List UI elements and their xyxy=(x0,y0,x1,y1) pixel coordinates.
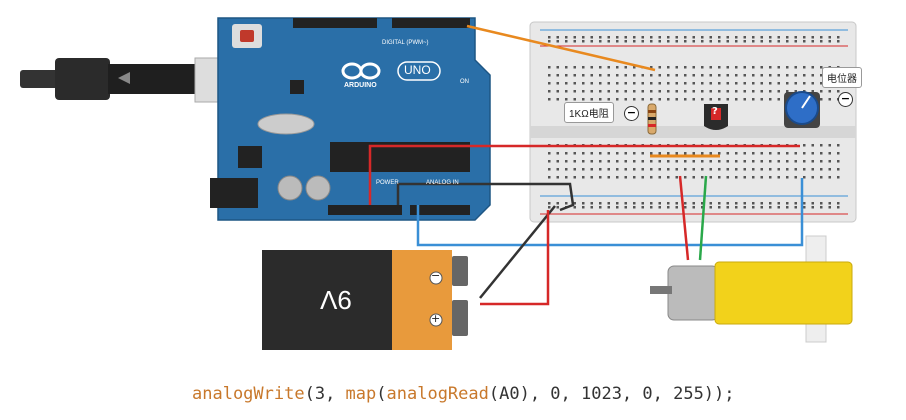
analog-in-label: ANALOG IN xyxy=(426,180,459,186)
resistor xyxy=(647,103,657,135)
usb-cable xyxy=(20,57,241,103)
code-args-3: (A0), 0, 1023, 0, 255)); xyxy=(488,384,735,404)
breadboard xyxy=(529,21,857,223)
arduino-logo xyxy=(341,61,441,81)
wire-pin3-orange xyxy=(466,24,656,72)
wire-battery-black xyxy=(479,205,556,299)
usb-icon xyxy=(118,72,130,84)
battery-voltage-label: 9V xyxy=(320,285,352,315)
code-fn-analogread: analogRead xyxy=(386,384,489,404)
arduino-brand: ARDUINO xyxy=(344,82,377,89)
arduino-board xyxy=(210,17,491,221)
transistor-mark: ? xyxy=(712,106,718,117)
transistor xyxy=(704,104,728,130)
wire-gnd-black xyxy=(396,182,575,212)
code-args-2: ( xyxy=(376,384,387,404)
resistor-minus-icon[interactable]: − xyxy=(624,106,639,121)
wire-battery-red xyxy=(480,210,550,306)
battery-minus-terminal: − xyxy=(431,269,441,282)
potentiometer-label: 电位器 xyxy=(822,67,862,88)
breadboard-holes xyxy=(548,36,840,209)
potentiometer xyxy=(784,91,820,128)
potentiometer-minus-icon[interactable]: − xyxy=(838,92,853,107)
wire-motor-red xyxy=(678,175,690,261)
led-on-label: ON xyxy=(460,79,469,85)
dc-motor xyxy=(650,235,853,343)
power-label: POWER xyxy=(376,180,399,186)
wires xyxy=(368,24,804,306)
code-args-1: (3, xyxy=(304,384,346,404)
battery-9v xyxy=(262,250,468,350)
digital-pwm-label: DIGITAL (PWM~) xyxy=(382,40,429,46)
arduino-model: UNO xyxy=(404,63,431,77)
wire-a0-blue xyxy=(416,178,804,247)
code-fn-map: map xyxy=(345,384,377,404)
battery-plus-terminal: + xyxy=(431,312,441,325)
wire-5v-red xyxy=(368,144,800,205)
code-line: analogWrite(3, map(analogRead(A0), 0, 10… xyxy=(192,384,735,404)
code-fn-analogwrite: analogWrite xyxy=(192,384,305,404)
resistor-label: 1KΩ电阻 xyxy=(564,102,614,123)
wire-motor-green xyxy=(698,175,708,261)
power-jack xyxy=(210,178,258,208)
